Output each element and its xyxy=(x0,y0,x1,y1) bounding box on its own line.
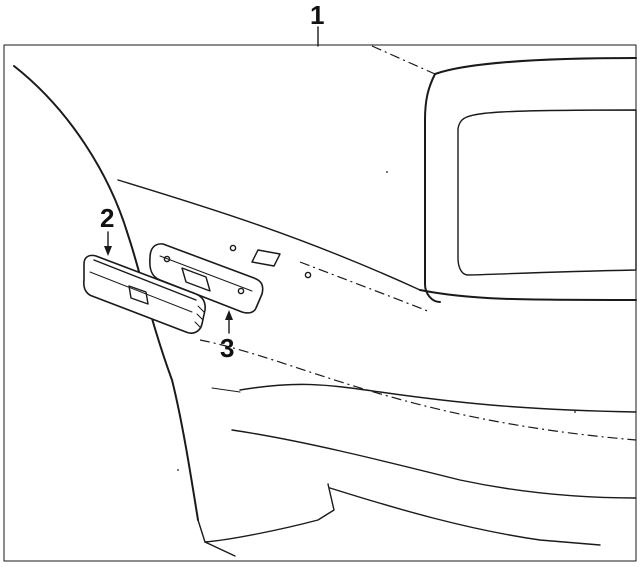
crease-dash xyxy=(199,339,637,441)
frame-border xyxy=(3,44,637,562)
fender-bottom-lip xyxy=(204,541,236,557)
callout-3-label: 3 xyxy=(220,333,234,363)
callout-2-arrowhead xyxy=(104,246,112,256)
body-hole-right xyxy=(304,271,312,279)
body-hole-left xyxy=(229,244,237,252)
callout-3-arrowhead xyxy=(225,310,233,320)
lamp-reflector xyxy=(128,285,149,305)
window-glass xyxy=(457,109,637,276)
lamp-lens-top-edge xyxy=(93,259,197,301)
diagram-specks xyxy=(177,171,576,471)
crease-line-3 xyxy=(329,487,601,546)
body-mounting-holes xyxy=(229,244,312,279)
body-line-upper xyxy=(117,179,421,291)
callout-1-label: 1 xyxy=(310,0,324,30)
body-dash-upper xyxy=(299,261,431,313)
lamp-lens xyxy=(83,254,206,334)
gasket-hole-left xyxy=(163,255,171,263)
part-2-side-marker-lamp[interactable] xyxy=(83,254,206,334)
part-3-gasket[interactable] xyxy=(149,243,264,314)
lamp-lens-rib xyxy=(89,271,193,313)
callout-3[interactable]: 3 xyxy=(220,310,234,363)
lamp-end-ribs xyxy=(194,305,205,329)
callout-2[interactable]: 2 xyxy=(100,203,114,256)
gasket-hole-right xyxy=(237,287,245,295)
body-lamp-opening xyxy=(251,249,281,267)
crease-line-2 xyxy=(231,429,637,499)
cab-window xyxy=(424,57,637,303)
cab-roof xyxy=(434,57,637,75)
crease-short xyxy=(211,387,241,393)
fender-bottom xyxy=(197,483,335,543)
belt-line xyxy=(419,289,637,301)
fender-top-dash xyxy=(371,45,436,75)
gasket-window xyxy=(181,267,211,292)
gasket-inner-edge xyxy=(159,255,253,292)
callout-1[interactable]: 1 xyxy=(310,0,324,47)
cab-pillar xyxy=(424,73,441,303)
callout-2-label: 2 xyxy=(100,203,114,233)
crease-line-1 xyxy=(239,383,637,413)
